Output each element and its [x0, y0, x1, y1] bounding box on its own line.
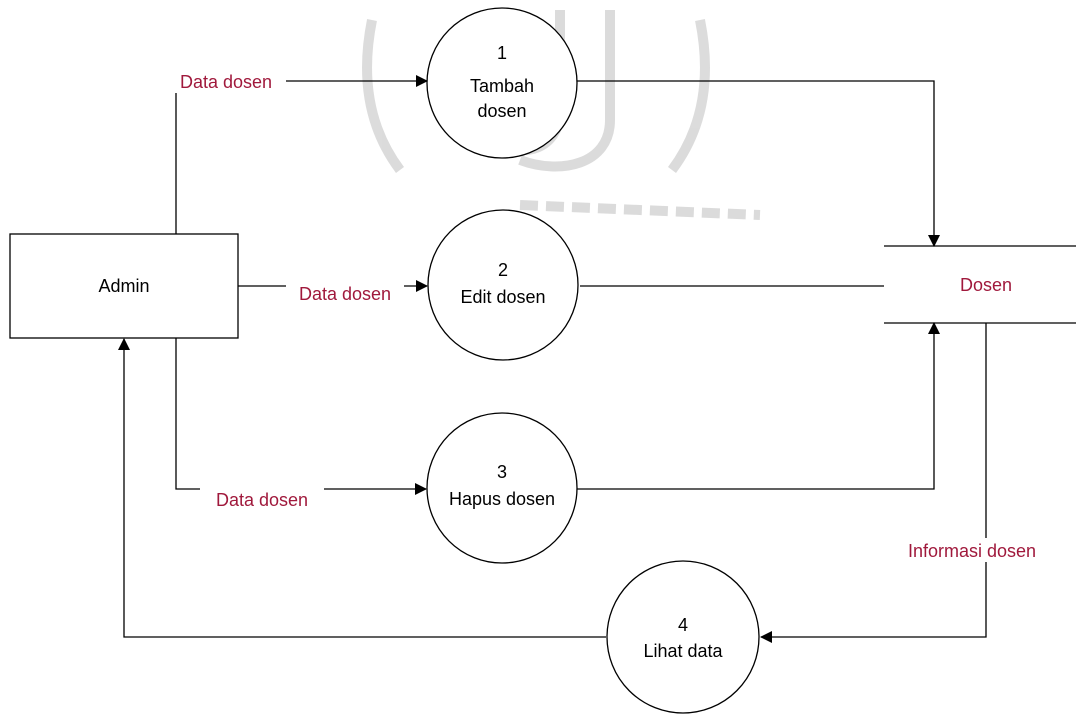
process-label-line1: Lihat data: [643, 641, 723, 661]
process-number: 4: [678, 615, 688, 635]
process-label-line1: Edit dosen: [460, 287, 545, 307]
flow-dosen-to-lihat: [760, 323, 987, 643]
flow-labels: Data dosen Data dosen Data dosen Informa…: [166, 69, 1056, 562]
flow-admin-to-hapus: [175, 338, 427, 495]
process-2-edit-dosen: 2 Edit dosen: [427, 209, 579, 361]
data-store-label: Dosen: [960, 275, 1012, 295]
flow-hapus-to-dosen: [577, 322, 940, 490]
flow-label-tambah-input: Data dosen: [180, 72, 272, 92]
flow-label-edit-input: Data dosen: [299, 284, 391, 304]
process-4-lihat-data: 4 Lihat data: [606, 560, 760, 714]
process-label-line1: Tambah: [470, 76, 534, 96]
flow-label-hapus-input: Data dosen: [216, 490, 308, 510]
data-store-dosen: Dosen: [884, 245, 1076, 324]
flow-label-lihat-output: Informasi dosen: [908, 541, 1036, 561]
flow-lihat-to-admin: [118, 338, 606, 638]
external-entity-admin: Admin: [9, 233, 239, 339]
process-label-line2: dosen: [477, 101, 526, 121]
process-number: 3: [497, 462, 507, 482]
flow-tambah-to-dosen: [575, 80, 940, 247]
external-entity-label: Admin: [98, 276, 149, 296]
process-1-tambah-dosen: 1 Tambah dosen: [426, 7, 578, 159]
process-label-line1: Hapus dosen: [449, 489, 555, 509]
process-3-hapus-dosen: 3 Hapus dosen: [426, 412, 578, 564]
process-number: 2: [498, 260, 508, 280]
process-number: 1: [497, 43, 507, 63]
